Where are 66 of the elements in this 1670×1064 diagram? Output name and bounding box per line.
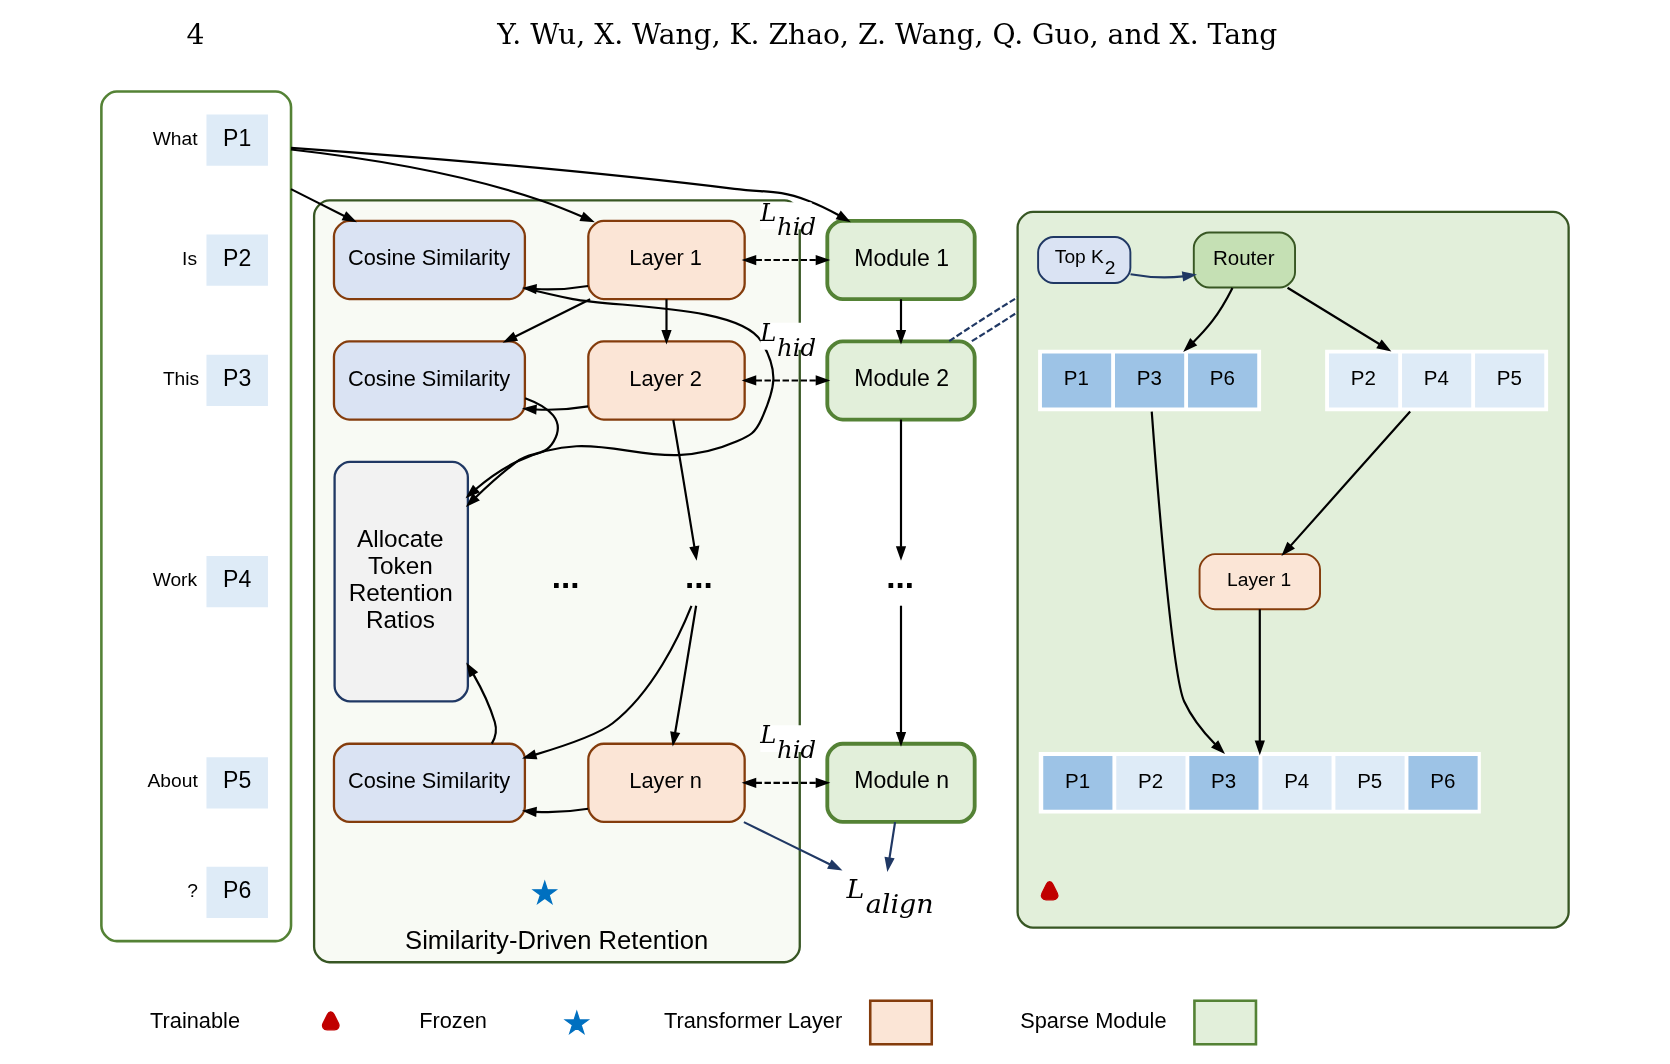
node-box: Layer 2 [587, 340, 746, 421]
label: ... [551, 558, 580, 596]
node-box: P6 [206, 866, 268, 919]
arrow [521, 806, 589, 817]
node-box: Module 2 [825, 339, 977, 422]
arrow [290, 146, 851, 223]
legend-label: Transformer Layer [663, 1007, 843, 1033]
arrow [1254, 609, 1265, 756]
node-box: Cosine Similarity [332, 340, 527, 421]
node-box: P2 P4 P5 [1325, 349, 1549, 412]
arrow [465, 287, 775, 499]
node-label: This [162, 367, 200, 389]
node-text: ... [886, 558, 915, 596]
arrow [1130, 271, 1197, 282]
node-box: P3 [206, 354, 268, 407]
node-label: Work [152, 569, 198, 591]
arrow [661, 299, 672, 345]
node-text: ... [685, 558, 713, 596]
arrow [521, 404, 589, 415]
arrow [1287, 286, 1392, 352]
node-box: P5 [206, 757, 268, 809]
arrow [465, 397, 559, 508]
arrow [743, 821, 843, 871]
node-box: Layer 1 [587, 219, 746, 301]
node-label: ? [187, 879, 198, 901]
node-label: Is [182, 247, 198, 269]
node-box: Router [1192, 231, 1296, 289]
arrow [521, 283, 589, 295]
legend-label: Trainable [150, 1008, 241, 1034]
node-box: Layer 1 [1198, 553, 1321, 611]
cluster [1016, 210, 1570, 929]
node-box: Allocate Token Retention Ratios [333, 460, 470, 703]
node-box: Cosine Similarity [332, 219, 527, 301]
arrow [741, 777, 831, 788]
arrow [672, 419, 700, 561]
arrow [1150, 411, 1226, 755]
arrow [1183, 287, 1234, 352]
node-box: P2 [206, 234, 268, 286]
arrow [895, 605, 907, 747]
arrow [884, 821, 897, 873]
arrow [741, 375, 831, 386]
arrow [290, 188, 357, 223]
node-box: P4 [206, 556, 268, 608]
arrow [502, 298, 591, 343]
connector [971, 311, 1019, 343]
node-label: What [152, 127, 198, 149]
arrow [466, 662, 498, 745]
arrow [895, 299, 907, 345]
arrow [290, 148, 595, 223]
arrow [895, 419, 907, 561]
legend-label: Frozen [419, 1008, 487, 1034]
arrow [670, 605, 698, 747]
legend-label: Sparse Module [1020, 1007, 1167, 1033]
arrow [1281, 410, 1411, 557]
node-box: Module n [825, 741, 977, 824]
node-box: Layer n [587, 742, 746, 824]
arrow [741, 254, 831, 266]
node-box: P1 [206, 114, 268, 166]
node-box: Module 1 [825, 219, 977, 302]
node-box: Cosine Similarity [332, 742, 527, 824]
label: Y. Wu, X. Wang, K. Zhao, Z. Wang, Q. Guo, and X. Tang [497, 17, 1278, 51]
node-label: About [147, 770, 198, 792]
label: 4 [186, 17, 205, 51]
cluster [100, 90, 293, 943]
arrow [521, 605, 693, 760]
connector [948, 296, 1019, 343]
